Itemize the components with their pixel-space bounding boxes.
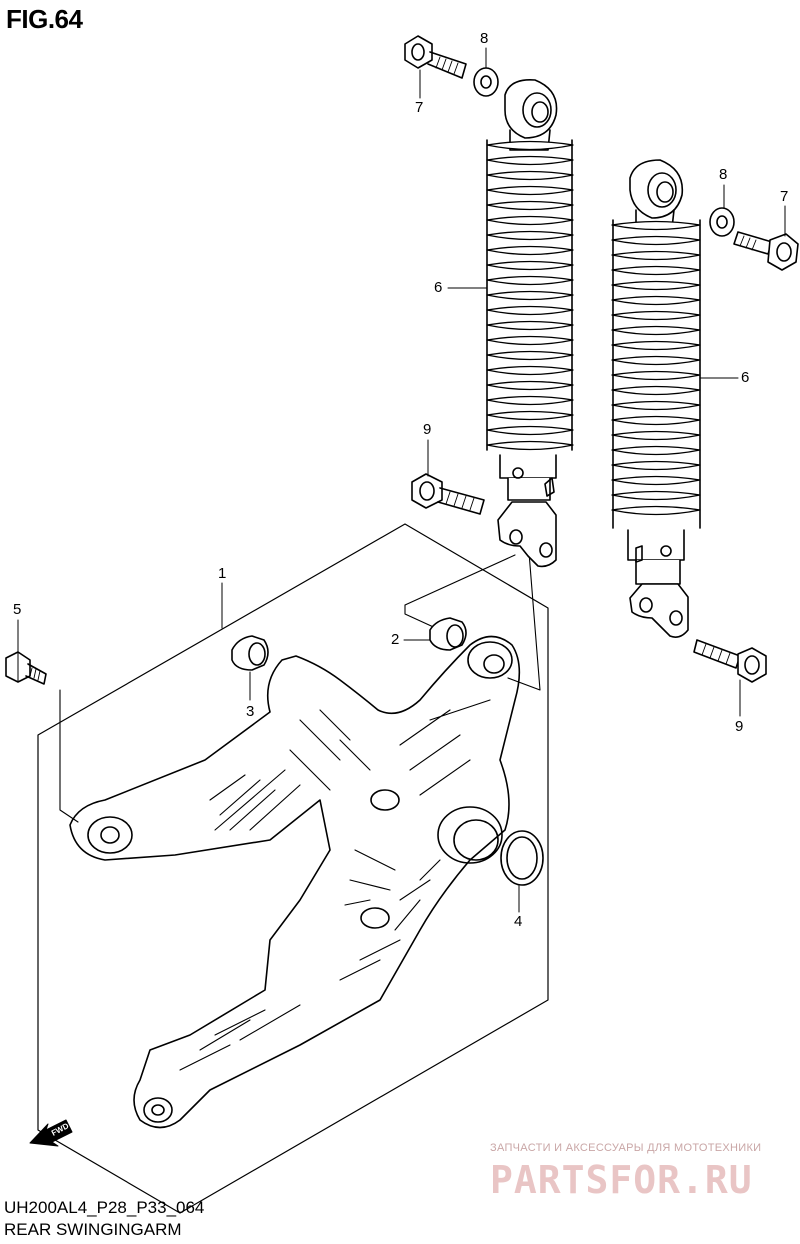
spring-coil	[611, 355, 701, 366]
spring-coil	[611, 370, 701, 381]
callout-5: 5	[13, 601, 22, 618]
spring-coil	[486, 335, 574, 346]
swingarm	[69, 635, 521, 1129]
assembly-frame	[37, 523, 549, 1214]
bushing-part-3	[231, 635, 269, 671]
bolt-part-9-left	[411, 473, 485, 515]
callout-9-right: 9	[735, 718, 744, 735]
spring-coil	[611, 310, 701, 321]
spring-coil	[486, 320, 574, 331]
callout-6-right: 6	[741, 369, 750, 386]
spring-coil	[611, 505, 701, 516]
spring-coil	[486, 200, 574, 211]
spring-coil	[486, 365, 574, 376]
spring-coil	[611, 385, 701, 396]
callout-2: 2	[391, 631, 400, 648]
washer-part-8-left	[473, 67, 499, 97]
bushing-part-2	[429, 617, 467, 651]
diagram-code: UH200AL4_P28_P33_064	[4, 1198, 205, 1217]
washer-part-8-right	[709, 207, 735, 237]
spring-coil	[486, 275, 574, 286]
spring-coil	[486, 185, 574, 196]
leader-line	[59, 689, 79, 823]
spring-coil	[611, 430, 701, 441]
spring-coil	[611, 325, 701, 336]
spring-coil	[486, 170, 574, 181]
spring-coil	[486, 215, 574, 226]
callout-8-left: 8	[480, 30, 489, 47]
callout-4: 4	[514, 913, 523, 930]
spring-coil	[611, 340, 701, 351]
callout-8-right: 8	[719, 166, 728, 183]
spring-coil	[611, 250, 701, 261]
spring-coil	[486, 260, 574, 271]
spring-coil	[611, 220, 701, 231]
spring-coil	[611, 445, 701, 456]
shock-absorber-left	[486, 78, 574, 568]
watermark-tagline: ЗАПЧАСТИ И АКСЕССУАРЫ ДЛЯ МОТОТЕХНИКИ	[490, 1142, 762, 1154]
fwd-arrow-icon	[29, 1119, 73, 1147]
figure-title: FIG.64	[6, 4, 83, 34]
spring-coil	[486, 290, 574, 301]
spring-coil	[611, 295, 701, 306]
spring-coil	[611, 490, 701, 501]
callout-7-right: 7	[780, 188, 789, 205]
bolt-part-5	[5, 651, 47, 685]
spring-coil	[486, 350, 574, 361]
callout-6-left: 6	[434, 279, 443, 296]
spring-coil	[611, 475, 701, 486]
spring-coil	[611, 400, 701, 411]
spring-coil	[486, 410, 574, 421]
watermark-brand: PARTSFOR.RU	[490, 1158, 753, 1202]
leader-line	[404, 604, 441, 631]
bolt-part-7-right	[733, 231, 799, 271]
spring-coil	[486, 245, 574, 256]
diagram-name: REAR SWINGINGARM	[4, 1220, 182, 1239]
callout-9-left: 9	[423, 421, 432, 438]
spring-coil	[611, 415, 701, 426]
spring-coil	[611, 460, 701, 471]
callout-3: 3	[246, 703, 255, 720]
spring-coil	[486, 380, 574, 391]
spring-coil	[486, 155, 574, 166]
spring-coil	[611, 265, 701, 276]
spring-coil	[486, 140, 574, 151]
shock-absorber-right	[611, 159, 701, 638]
spring-coil	[486, 425, 574, 436]
leader-line	[404, 554, 516, 606]
seal-part-4	[500, 830, 544, 886]
spring-coil	[486, 395, 574, 406]
callout-1: 1	[218, 565, 227, 582]
leader-line	[507, 539, 541, 691]
spring-coil	[486, 440, 574, 451]
spring-coil	[611, 235, 701, 246]
spring-coil	[486, 305, 574, 316]
spring-coil	[611, 280, 701, 291]
bolt-part-7-left	[404, 35, 467, 79]
callout-7-left: 7	[415, 99, 424, 116]
spring-coil	[486, 230, 574, 241]
bolt-part-9-right	[693, 639, 767, 683]
